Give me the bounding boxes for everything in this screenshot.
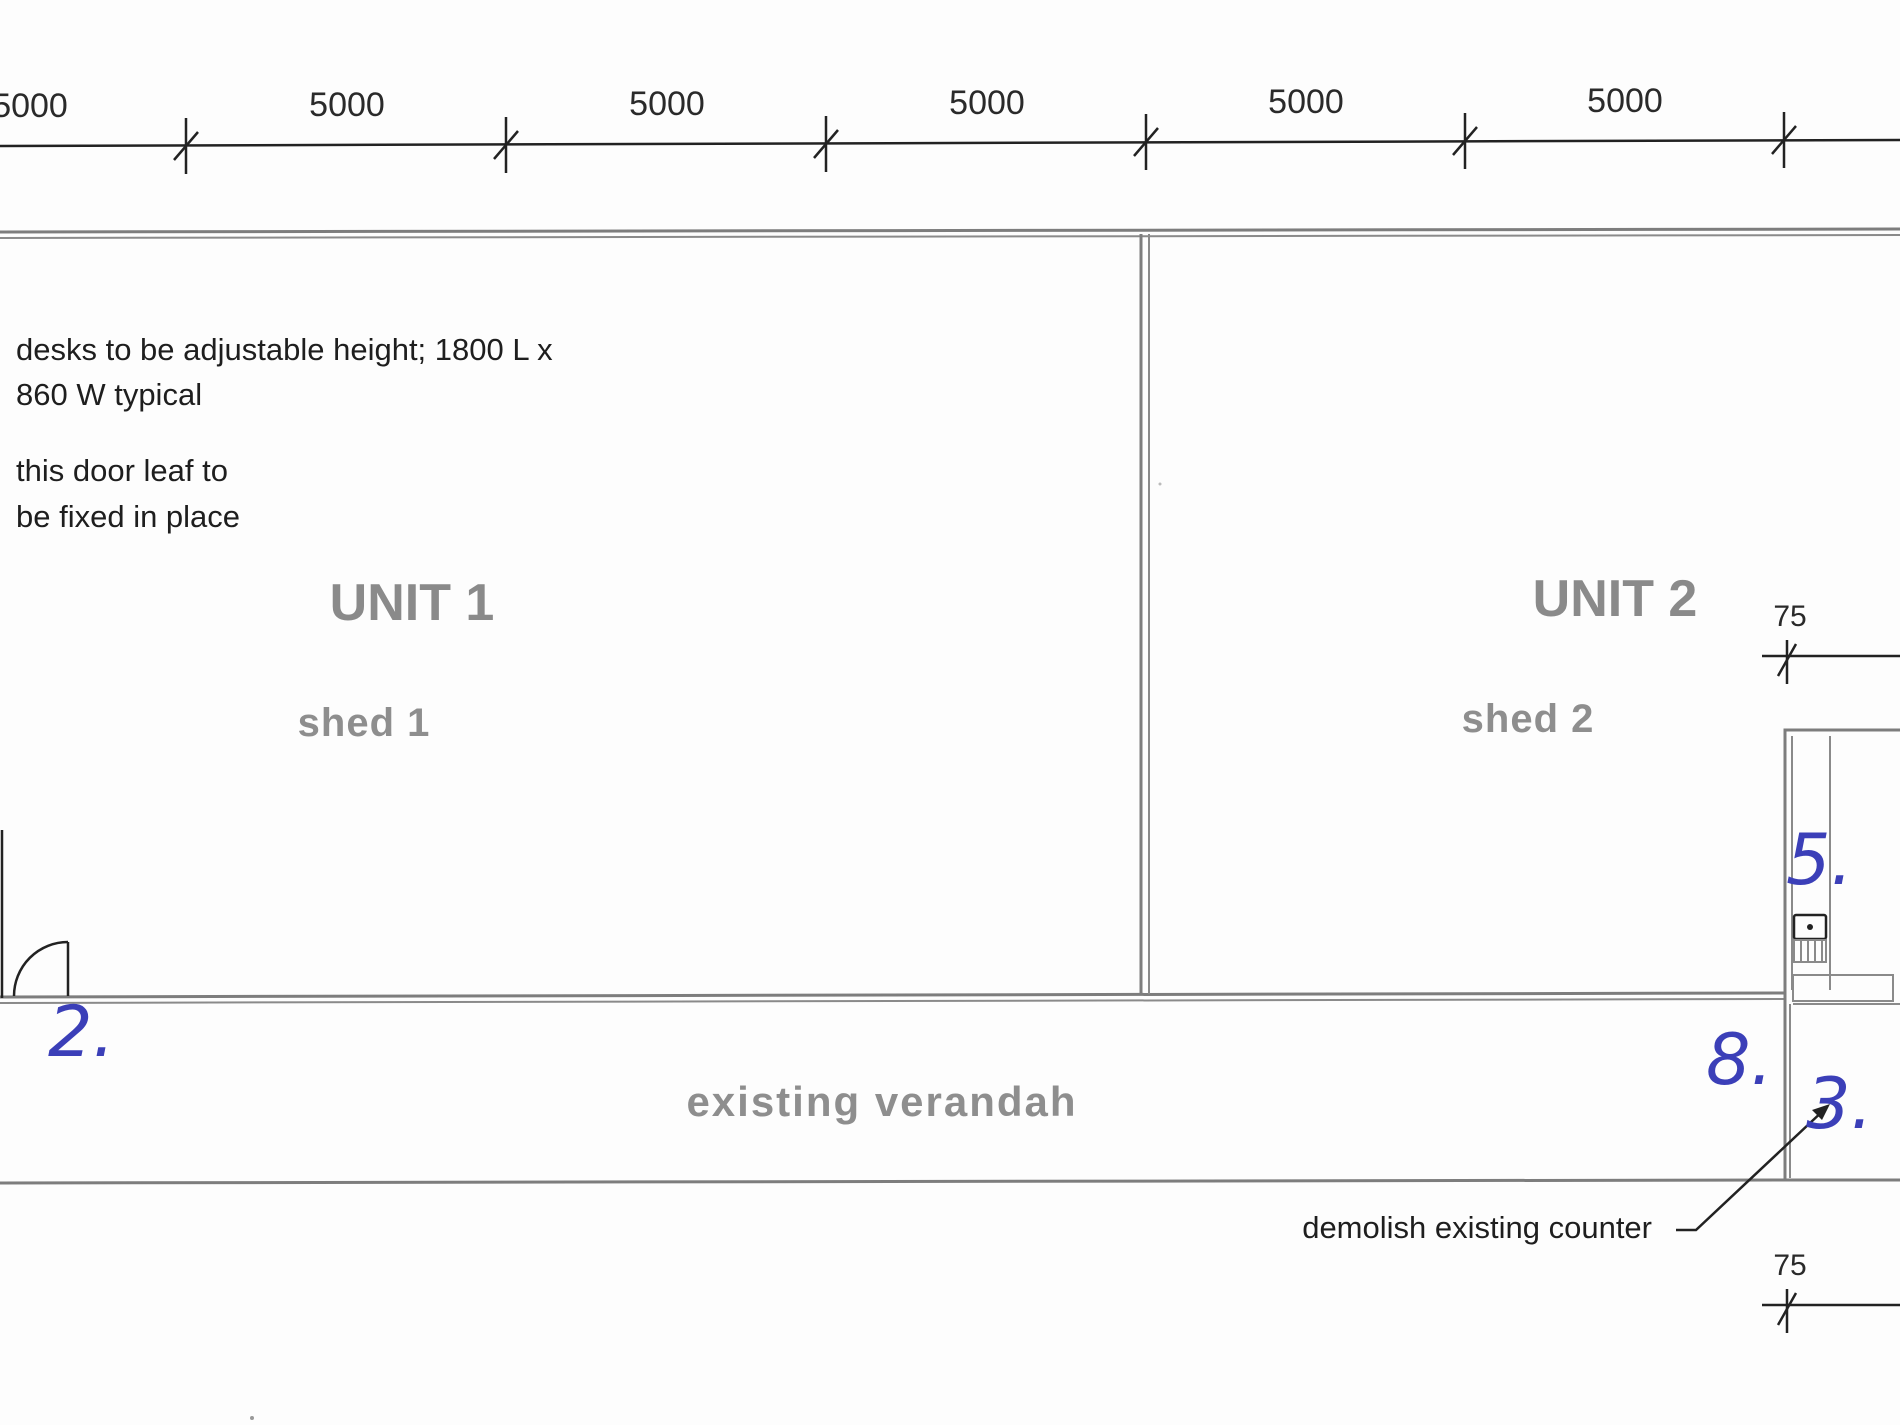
unit-divider-wall	[1139, 234, 1150, 994]
dimension-tick	[173, 118, 199, 174]
dimension-label: 5000	[629, 85, 705, 123]
unit2-label: UNIT 2	[1533, 570, 1698, 628]
top-dimension-line: 5000 5000 5000 5000 5000 5000	[0, 82, 1900, 174]
sink-icon	[1792, 913, 1828, 963]
dimension-tick	[1133, 114, 1159, 170]
shed1-label: shed 1	[298, 701, 431, 745]
handwritten-mark-8: 8.	[1706, 1019, 1773, 1101]
scan-speck	[250, 1416, 254, 1420]
right-lower-dimension: 75	[1762, 1249, 1900, 1333]
leader-arrow	[1676, 1104, 1830, 1232]
unit1-label: UNIT 1	[330, 574, 495, 632]
dimension-label: 5000	[1268, 83, 1344, 121]
desk-note-line2: 860 W typical	[16, 377, 202, 412]
door-note-line1: this door leaf to	[16, 453, 228, 488]
door-note-line2: be fixed in place	[16, 499, 240, 534]
handwritten-mark-5: 5.	[1786, 819, 1853, 901]
desk-note-line1: desks to be adjustable height; 1800 L x	[16, 332, 553, 367]
dimension-label: 75	[1773, 600, 1806, 633]
dimension-tick	[493, 117, 519, 173]
dimension-tick	[1452, 113, 1478, 169]
dimension-label: 5000	[1587, 82, 1663, 120]
handwritten-mark-3: 3.	[1806, 1063, 1873, 1145]
handwritten-mark-2: 2.	[48, 991, 115, 1073]
verandah-label: existing verandah	[686, 1078, 1077, 1125]
scan-speck	[1158, 482, 1162, 486]
dimension-label: 5000	[309, 86, 385, 124]
dimension-tick	[1771, 112, 1797, 168]
dimension-label: 5000	[949, 84, 1025, 122]
shed2-label: shed 2	[1462, 697, 1595, 741]
kitchenette-area	[1783, 728, 1900, 1182]
building-walls	[0, 227, 1900, 1185]
counter-note: demolish existing counter	[1302, 1210, 1652, 1245]
dimension-label: 75	[1773, 1249, 1806, 1282]
right-upper-dimension: 75	[1762, 600, 1900, 684]
dimension-label: 5000	[0, 87, 68, 125]
door-fixed-leaf	[0, 830, 70, 998]
dimension-tick	[813, 116, 839, 172]
